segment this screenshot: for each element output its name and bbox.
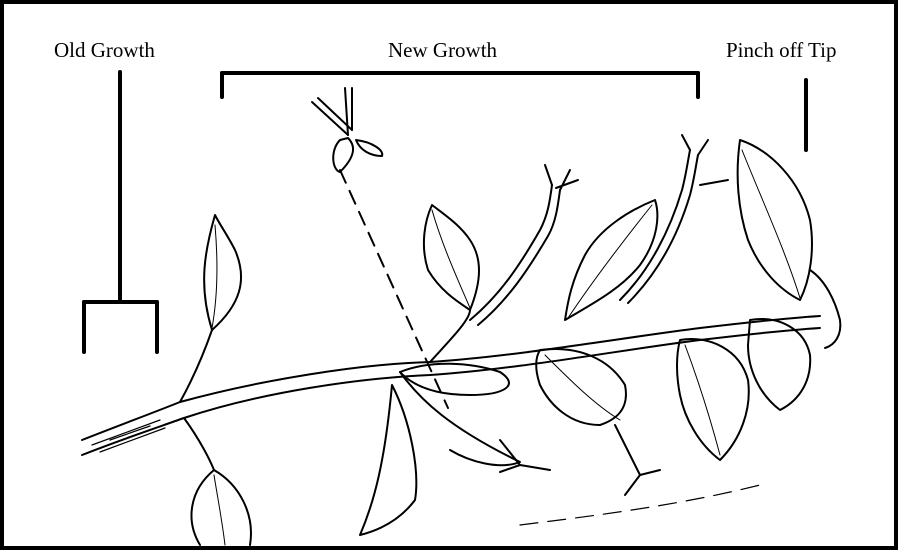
- scissors-icon: [312, 88, 382, 172]
- leaf-upper-left: [180, 215, 241, 402]
- leaf-lower-left: [184, 418, 251, 545]
- main-stem: [82, 316, 820, 455]
- leaf-lower-right: [500, 349, 660, 495]
- tip-cluster: [677, 140, 840, 460]
- leaf-upper-center: [424, 205, 479, 362]
- branch-right-upper: [620, 135, 728, 303]
- old-growth-bracket: [84, 72, 157, 352]
- branch-upper: [470, 165, 578, 325]
- leaf-middle-upper: [565, 200, 657, 320]
- ground-line: [520, 485, 760, 525]
- new-growth-bracket: [222, 73, 698, 97]
